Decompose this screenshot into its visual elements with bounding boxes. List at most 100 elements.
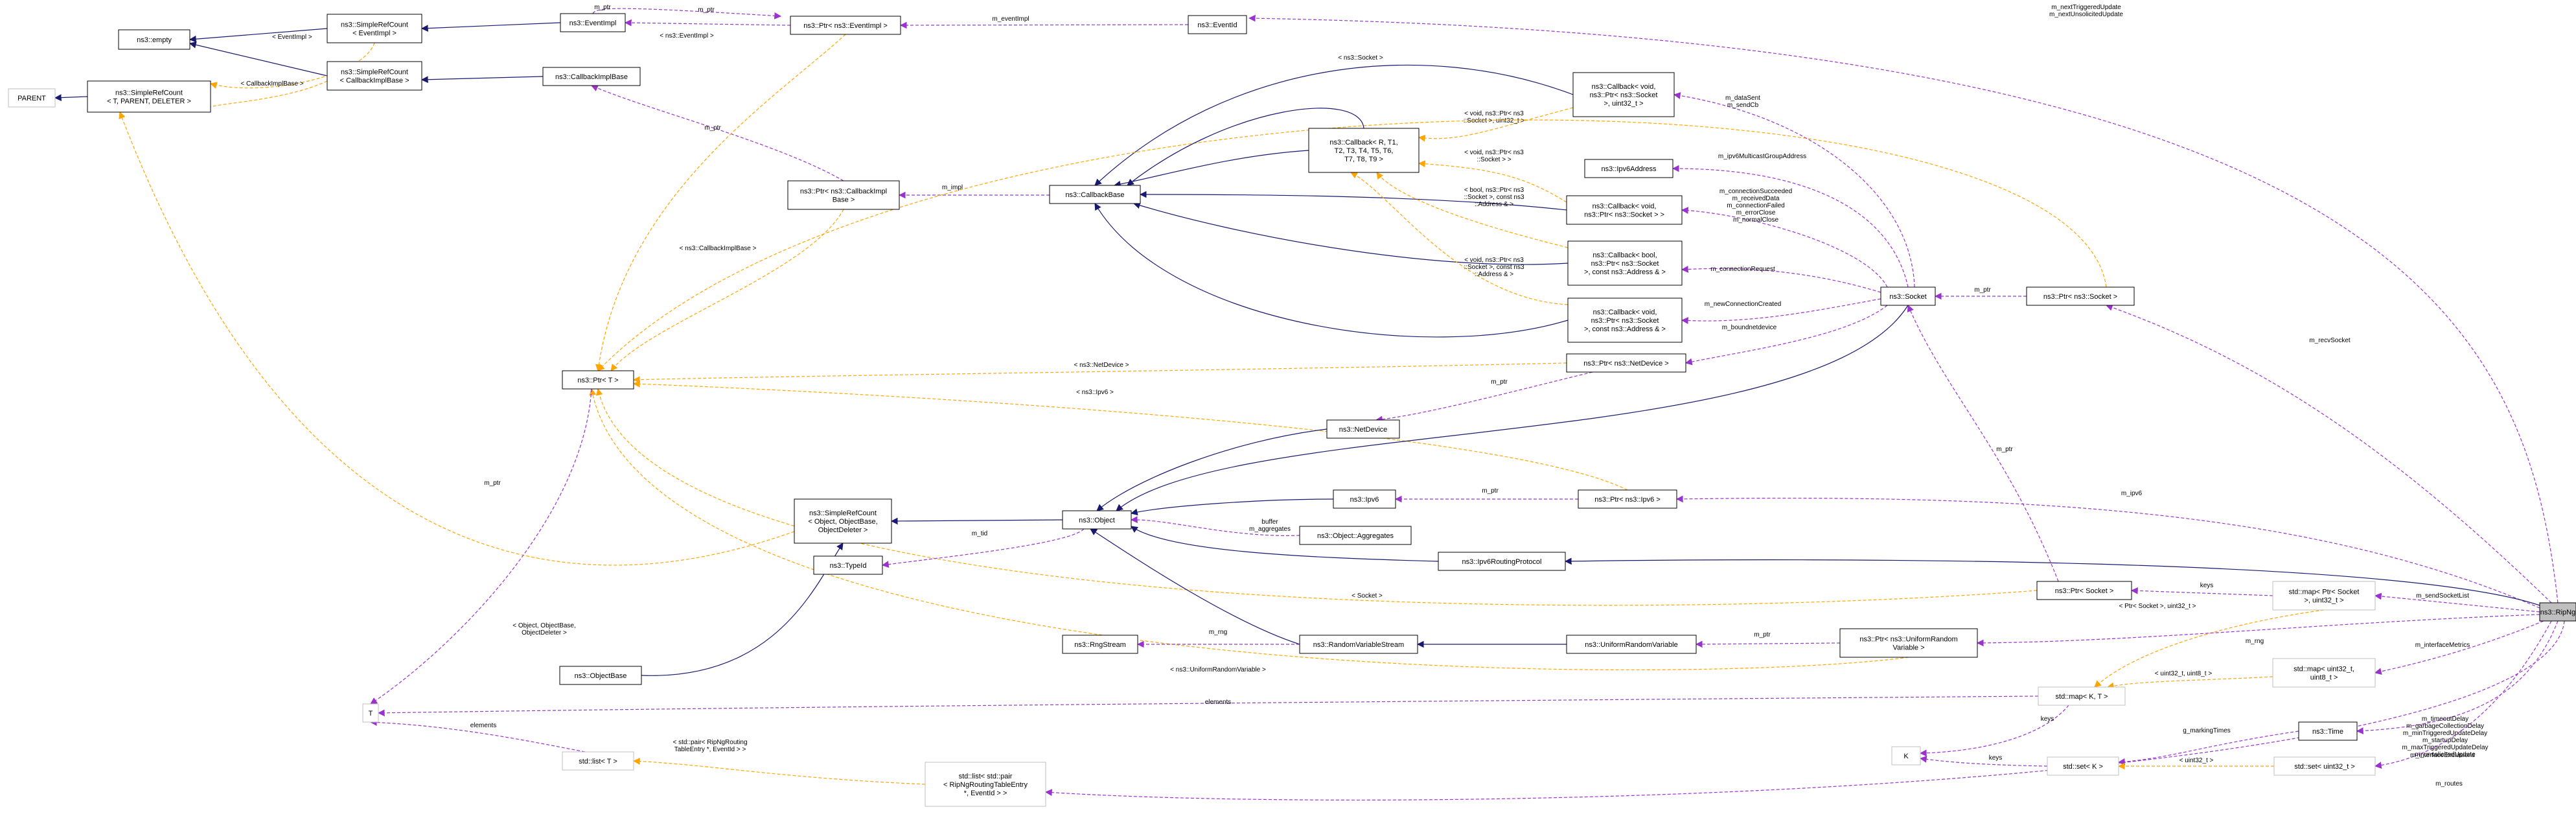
class-node-randomvarstream[interactable]: ns3::RandomVariableStream [1299,635,1418,654]
class-node-parent[interactable]: PARENT [8,88,56,108]
node-label-line: ns3::CallbackBase [1065,191,1124,199]
edge-line [592,8,782,19]
edge-label: keys [1989,754,2003,762]
class-node-list-t[interactable]: std::list< T > [562,751,634,771]
class-node-ripng[interactable]: ns3::RipNg [2539,602,2576,622]
class-node-ipv6routing[interactable]: ns3::Ipv6RoutingProtocol [1438,552,1566,571]
class-node-src-eventimpl[interactable]: ns3::SimpleRefCount< EventImpl > [327,14,422,43]
class-node-set-u32[interactable]: std::set< uint32_t > [2273,756,2376,776]
node-box [787,180,900,210]
class-node-list-routes[interactable]: std::list< std::pair< RipNgRoutingTableE… [925,762,1046,807]
class-node-rngstream[interactable]: ns3::RngStream [1062,635,1138,654]
edge-line [1094,64,1574,186]
inherit-edge [1096,428,1328,511]
node-box [327,61,422,91]
edge-line [881,528,1085,568]
class-node-time[interactable]: ns3::Time [2298,721,2358,741]
node-label: ns3::empty [137,36,172,44]
node-label: ns3::Ipv6RoutingProtocol [1462,558,1542,566]
class-node-ipv6[interactable]: ns3::Ipv6 [1333,489,1396,509]
edge-label-line: ::Socket >, const ns3 [1464,194,1524,201]
template-edge: < ns3::EventImpl > [595,32,846,372]
class-node-k[interactable]: K [1891,746,1921,765]
edge-label-line: m_ptr [1482,487,1499,495]
class-node-src-object[interactable]: ns3::SimpleRefCount< Object, ObjectBase,… [794,498,892,544]
class-node-ptr-netdevice[interactable]: ns3::Ptr< ns3::NetDevice > [1566,353,1686,373]
class-node-eventid[interactable]: ns3::EventId [1188,15,1247,34]
class-node-callback-sock-u32[interactable]: ns3::Callback< void,ns3::Ptr< ns3::Socke… [1572,72,1675,117]
edge-line [420,76,544,84]
class-node-ptr-t[interactable]: ns3::Ptr< T > [562,370,634,390]
class-node-map-u32[interactable]: std::map< uint32_t,uint8_t > [2272,658,2376,688]
class-node-eventimpl[interactable]: ns3::EventImpl [560,13,626,32]
edge-line [2374,592,2540,613]
node-box [542,67,641,86]
member-edge: keys [1919,754,2048,767]
node-label-line: std::list< T > [579,758,617,765]
edge-label-line: m_startupDelay [2422,737,2468,744]
node-box [813,555,883,575]
class-node-netdevice[interactable]: ns3::NetDevice [1326,419,1400,439]
edge-label-line: < Object, ObjectBase, [512,622,576,629]
edge-line [589,388,1909,671]
class-node-ptr-eventimpl[interactable]: ns3::Ptr< ns3::EventImpl > [790,16,901,35]
edge-line [2374,620,2544,675]
template-edge: < CallbackImplBase > [203,80,328,111]
edge-label: m_interfaceExclusions [2410,752,2475,759]
node-box [562,751,634,771]
class-node-src-callbackimplbase[interactable]: ns3::SimpleRefCount< CallbackImplBase > [327,61,422,91]
class-node-ipv6mcast[interactable]: ns3::Ipv6Address [1584,159,1673,178]
node-label-line: < T, PARENT, DELETER > [107,98,191,106]
class-node-src-generic[interactable]: ns3::SimpleRefCount< T, PARENT, DELETER … [87,80,211,113]
class-node-callbackbase[interactable]: ns3::CallbackBase [1049,185,1141,204]
class-node-ptr-socket[interactable]: ns3::Ptr< ns3::Socket > [2026,286,2135,306]
edge-line [641,543,844,676]
node-label-line: ns3::Ptr< ns3::Socket > [2043,293,2117,301]
edge-line [1044,620,2565,800]
edge-label-line: ::Address & > [1475,271,1513,278]
class-node-ptr-ipv6[interactable]: ns3::Ptr< ns3::Ipv6 > [1578,489,1677,509]
inherit-edge [1130,498,1334,516]
edge-label-line: ::Socket >, uint32_t > [1464,117,1525,124]
edge-line [370,388,592,705]
node-label: ns3::RipNg [2540,609,2575,616]
class-node-aggregates[interactable]: ns3::Object::Aggregates [1299,526,1412,545]
class-node-callback-bool[interactable]: ns3::Callback< bool,ns3::Ptr< ns3::Socke… [1567,240,1683,286]
node-box [2539,602,2576,622]
class-node-map-kt[interactable]: std::map< K, T > [2038,686,2126,706]
class-node-map-ptrsocket[interactable]: std::map< Ptr< Socket>, uint32_t > [2272,581,2376,611]
class-node-object[interactable]: ns3::Object [1062,510,1132,530]
class-node-objectbase[interactable]: ns3::ObjectBase [559,666,642,685]
node-box [362,703,379,723]
edge-label-line: m_rng [2246,638,2264,645]
class-node-callback-void-addr[interactable]: ns3::Callback< void,ns3::Ptr< ns3::Socke… [1567,298,1683,343]
member-edge: m_ptr [1375,371,1593,423]
node-label-line: ns3::SimpleRefCount [341,69,408,76]
member-edge: m_ipv6MulticastGroupAddress [1672,153,1909,288]
class-node-callback-generic[interactable]: ns3::Callback< R, T1,T2, T3, T4, T5, T6,… [1308,128,1420,173]
class-node-uniformrv[interactable]: ns3::UniformRandomVariable [1566,635,1697,654]
class-node-socket[interactable]: ns3::Socket [1880,286,1936,306]
class-node-t[interactable]: T [362,703,379,723]
edge-label: m_sendSocketList [2416,592,2469,600]
node-label: T [369,710,373,718]
edge-line [2106,676,2273,690]
class-node-typeid[interactable]: ns3::TypeId [813,555,883,575]
class-node-empty[interactable]: ns3::empty [118,29,190,50]
node-label-line: T [369,710,373,718]
edge-line [420,22,561,32]
edge-line [1681,298,1881,324]
node-label-line: >, uint32_t > [1604,100,1643,108]
class-node-ptr-socket2[interactable]: ns3::Ptr< Socket > [2036,581,2132,600]
node-box [1578,489,1677,509]
class-node-callbackimplbase[interactable]: ns3::CallbackImplBase [542,67,641,86]
class-node-set-k[interactable]: std::set< K > [2047,756,2119,776]
node-box [790,16,901,35]
class-node-callback-sock[interactable]: ns3::Callback< void,ns3::Ptr< ns3::Socke… [1566,195,1683,225]
edge-line [1133,202,1569,265]
